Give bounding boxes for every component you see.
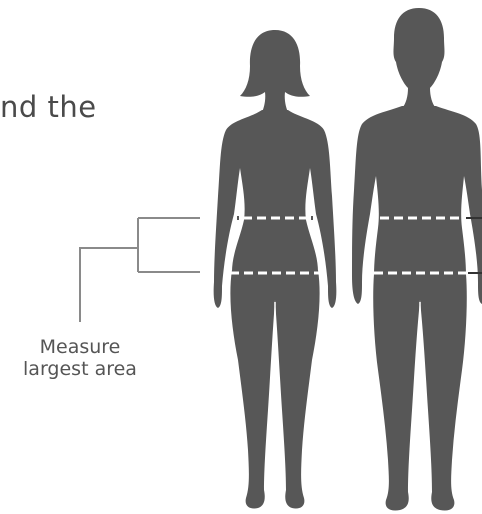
male-figure xyxy=(352,8,482,511)
callout-bracket xyxy=(80,218,200,322)
bracket-connector xyxy=(80,248,138,322)
female-head xyxy=(240,30,310,112)
male-head xyxy=(394,8,445,108)
